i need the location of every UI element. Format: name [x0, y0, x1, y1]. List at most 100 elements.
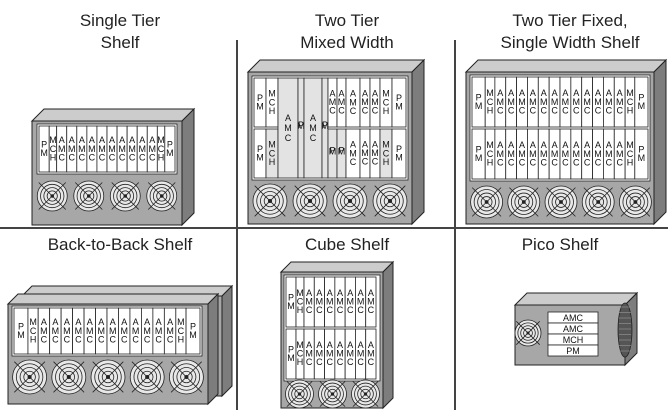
fan-icon — [581, 185, 615, 219]
title-back-to-back: Back-to-Back Shelf — [47, 235, 193, 254]
fan-icon — [514, 319, 542, 347]
title-pico: Pico Shelf — [521, 235, 599, 254]
fan-icon — [73, 180, 105, 212]
fan-icon — [12, 359, 48, 395]
fan-icon — [168, 359, 204, 395]
slot-label: PM — [321, 120, 329, 131]
card-slot — [164, 125, 176, 173]
divider-vertical-left — [236, 40, 238, 410]
chassis-top — [246, 59, 426, 73]
chassis-top — [464, 59, 668, 73]
pico-slot — [547, 344, 599, 357]
fan-icon — [372, 183, 408, 219]
pico-slot-label: MCH — [563, 335, 584, 345]
slot-label: PM — [338, 145, 346, 156]
chassis-side — [181, 107, 195, 227]
fan-icon — [332, 183, 368, 219]
chassis-top — [30, 108, 196, 122]
title-cube: Cube Shelf — [304, 235, 390, 254]
fan-icon — [90, 359, 126, 395]
fan-icon — [252, 183, 288, 219]
chassis-side — [382, 260, 394, 410]
card-slot — [185, 307, 201, 355]
pico-slot-label: AMC — [563, 324, 584, 334]
chassis-top — [6, 293, 220, 305]
fan-icon — [109, 180, 141, 212]
chassis-top — [513, 292, 639, 306]
card-slot — [365, 328, 377, 380]
title-single-tier: Single Tier Shelf — [79, 11, 161, 52]
fan-icon — [470, 185, 504, 219]
fan-icon — [129, 359, 165, 395]
card-slot — [321, 77, 329, 179]
slot-label: PM — [329, 145, 337, 156]
card-slot — [391, 128, 407, 179]
slot-label: PM — [297, 120, 305, 131]
fan-icon — [544, 185, 578, 219]
vent-grille — [617, 302, 633, 358]
